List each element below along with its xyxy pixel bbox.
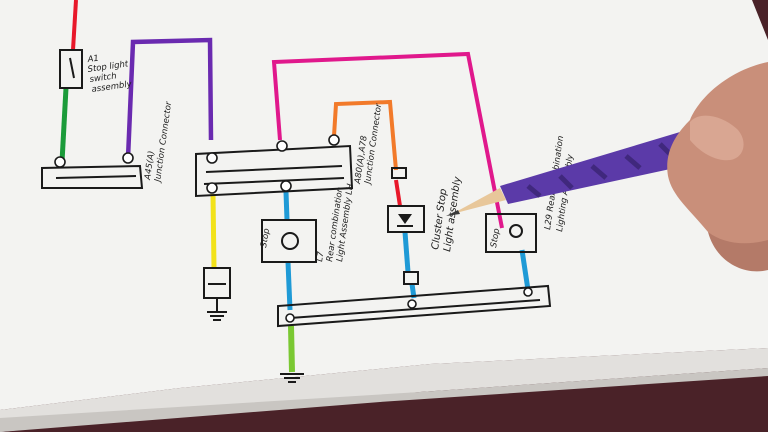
l7-label-1: L7 (315, 250, 326, 262)
green-wire (59, 87, 69, 163)
blue-wire-5 (519, 249, 531, 291)
center-junction-box (195, 144, 354, 198)
stop-label-right: Stop (489, 228, 502, 249)
green-ground-wire (288, 325, 295, 373)
purple-wire (125, 37, 214, 159)
orange-wire (332, 99, 398, 171)
a1-switch-box (59, 49, 83, 89)
l7-lamp-box (261, 219, 317, 263)
cluster-stop-box (387, 205, 425, 233)
diode-symbol (398, 214, 412, 224)
blue-wire-3 (402, 231, 411, 273)
paper-sheet (0, 0, 768, 410)
yellow-wire (210, 193, 217, 269)
paper-shadow (0, 368, 768, 432)
pencil-tip-wood (452, 188, 506, 214)
red-short-wire (394, 179, 402, 207)
ground-bus-box (277, 284, 552, 328)
blue-wire-1 (283, 191, 290, 221)
pencil-lead (446, 210, 460, 216)
thumb (690, 115, 744, 161)
stop-label-left: Stop (259, 228, 272, 249)
finger-shadow (708, 232, 768, 272)
a1-label-3: switch (89, 71, 117, 85)
a45-connector-box (41, 164, 144, 189)
red-wire (71, 0, 78, 51)
l29-lamp-box (485, 213, 537, 253)
a1-label-1: A1 (86, 54, 100, 66)
magenta-wire (271, 51, 504, 229)
blue-wire-2 (285, 261, 293, 311)
a45-label-1: A45(A) (143, 150, 157, 181)
